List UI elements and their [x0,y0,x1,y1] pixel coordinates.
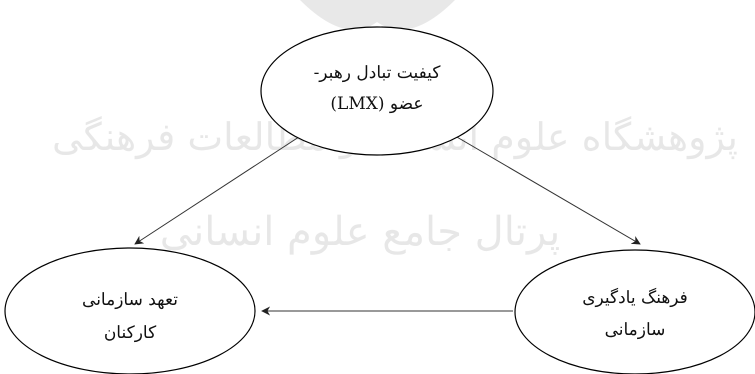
node-lmx-line-1: کیفیت تبادل رهبر- [314,63,442,83]
watermark-emblem [300,0,455,30]
edge-lmx-to-learning-culture [449,132,641,245]
node-learning-culture: فرهنگ یادگیری سازمانی [514,249,755,374]
node-lmx: کیفیت تبادل رهبر- عضو (LMX) [260,26,494,156]
edge-lmx-to-commitment [134,132,306,245]
watermark-line-2: پرتال جامع علوم انسانی [160,209,561,255]
edges [134,132,641,316]
node-lmx-line-2: عضو (LMX) [330,94,423,114]
node-commitment-line-1: تعهد سازمانی [82,290,178,310]
node-commitment: تعهد سازمانی کارکنان [4,247,256,374]
node-lmx-shape [260,26,494,156]
node-learning-culture-line-1: فرهنگ یادگیری [582,287,688,308]
node-commitment-line-2: کارکنان [104,323,157,343]
node-learning-culture-shape [514,249,755,374]
node-commitment-shape [4,247,256,374]
node-learning-culture-line-2: سازمانی [605,320,666,340]
